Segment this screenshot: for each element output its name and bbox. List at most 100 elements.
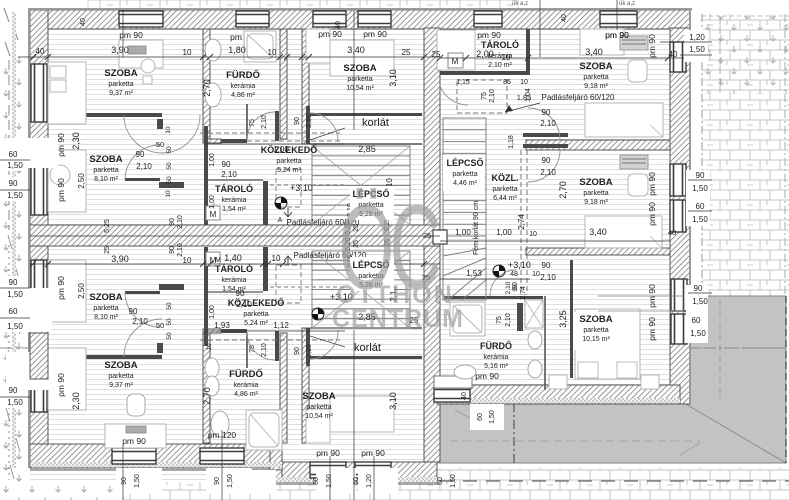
svg-text:pm 90: pm 90 — [316, 448, 340, 458]
svg-text:5,24 m²: 5,24 m² — [277, 167, 301, 174]
svg-text:pm 90: pm 90 — [56, 276, 66, 300]
svg-text:8,10 m²: 8,10 m² — [94, 314, 118, 321]
svg-text:75: 75 — [496, 316, 503, 324]
svg-text:2,10: 2,10 — [177, 215, 184, 229]
svg-text:Padlásfeljáró 60/120: Padlásfeljáró 60/120 — [287, 218, 360, 227]
svg-text:40: 40 — [561, 14, 568, 22]
svg-text:90: 90 — [214, 477, 221, 485]
svg-text:parketta: parketta — [358, 202, 383, 209]
svg-text:SZOBA: SZOBA — [89, 292, 122, 303]
svg-text:ük a,z: ük a,z — [619, 1, 635, 7]
svg-text:1,50: 1,50 — [7, 290, 23, 299]
svg-text:SZOBA: SZOBA — [343, 63, 376, 74]
svg-text:SZOBA: SZOBA — [579, 314, 612, 325]
svg-text:parketta: parketta — [243, 311, 268, 318]
svg-text:8,10 m²: 8,10 m² — [94, 176, 118, 183]
svg-text:50: 50 — [166, 176, 173, 184]
svg-text:90: 90 — [294, 117, 301, 125]
svg-text:50: 50 — [166, 332, 173, 340]
svg-text:korlát: korlát — [354, 342, 381, 354]
svg-text:kerámia: kerámia — [484, 354, 509, 361]
svg-text:kerámia: kerámia — [222, 197, 247, 204]
svg-text:pm 90: pm 90 — [477, 30, 501, 40]
svg-text:SZOBA: SZOBA — [302, 391, 335, 402]
svg-text:75: 75 — [249, 345, 256, 353]
svg-text:kerámia: kerámia — [488, 53, 513, 60]
svg-text:1,50: 1,50 — [692, 184, 708, 193]
svg-text:90: 90 — [542, 156, 551, 165]
svg-text:parketta: parketta — [93, 305, 118, 312]
svg-text:2,10: 2,10 — [136, 162, 152, 171]
svg-text:pm 90: pm 90 — [119, 30, 143, 40]
svg-text:60: 60 — [437, 477, 444, 485]
svg-text:90: 90 — [121, 477, 128, 485]
svg-text:FÜRDŐ: FÜRDŐ — [226, 69, 260, 81]
svg-text:5,28 m²: 5,28 m² — [359, 211, 383, 218]
svg-text:50: 50 — [512, 282, 519, 290]
svg-text:1,93: 1,93 — [214, 321, 230, 330]
svg-text:40: 40 — [668, 228, 676, 237]
svg-text:90: 90 — [222, 160, 231, 169]
svg-text:TÁROLÓ: TÁROLÓ — [215, 183, 253, 194]
svg-text:60: 60 — [9, 150, 18, 159]
svg-text:SZOBA: SZOBA — [89, 154, 122, 165]
svg-text:2,70: 2,70 — [202, 79, 212, 97]
svg-text:1,53: 1,53 — [466, 269, 482, 278]
svg-text:1,04: 1,04 — [525, 88, 532, 102]
svg-text:pm 90: pm 90 — [56, 373, 66, 397]
svg-text:90: 90 — [542, 261, 551, 270]
svg-text:parketta: parketta — [452, 171, 477, 178]
svg-text:60: 60 — [9, 307, 18, 316]
svg-text:kerámia: kerámia — [222, 277, 247, 284]
svg-text:+3,10: +3,10 — [508, 260, 531, 270]
svg-text:9,37 m²: 9,37 m² — [109, 90, 133, 97]
svg-text:3,90: 3,90 — [111, 45, 129, 55]
svg-text:2,10: 2,10 — [540, 168, 556, 177]
svg-text:2,30: 2,30 — [71, 132, 81, 150]
svg-text:1,00: 1,00 — [209, 195, 216, 209]
svg-text:1,15: 1,15 — [456, 79, 470, 86]
svg-text:2,85: 2,85 — [358, 144, 376, 154]
svg-text:parketta: parketta — [492, 186, 517, 193]
svg-text:90: 90 — [129, 307, 138, 316]
svg-text:kerámia: kerámia — [234, 382, 259, 389]
svg-text:pm 90: pm 90 — [361, 448, 385, 458]
svg-text:3,10: 3,10 — [388, 69, 398, 87]
svg-text:2,74: 2,74 — [517, 214, 526, 230]
svg-text:SZOBA: SZOBA — [104, 360, 137, 371]
svg-text:1,00: 1,00 — [273, 145, 289, 154]
svg-text:90: 90 — [169, 246, 176, 254]
svg-text:Padlásfeljáró 60/120: Padlásfeljáró 60/120 — [294, 251, 367, 260]
svg-text:parketta: parketta — [358, 273, 383, 280]
svg-text:50: 50 — [166, 162, 173, 170]
svg-text:parketta: parketta — [583, 327, 608, 334]
svg-text:1,20: 1,20 — [689, 33, 705, 42]
svg-text:SZOBA: SZOBA — [579, 177, 612, 188]
svg-text:2,10: 2,10 — [540, 273, 556, 282]
svg-text:pm 90: pm 90 — [605, 30, 629, 40]
svg-text:pm 90: pm 90 — [647, 202, 657, 226]
svg-text:90: 90 — [512, 284, 519, 292]
svg-text:5,25: 5,25 — [104, 219, 111, 233]
svg-text:1,20: 1,20 — [366, 474, 373, 488]
svg-text:60: 60 — [353, 477, 360, 485]
svg-text:1,50: 1,50 — [134, 474, 141, 488]
svg-text:3,40: 3,40 — [585, 47, 603, 57]
svg-text:9,18 m²: 9,18 m² — [584, 199, 608, 206]
svg-text:CENTRUM: CENTRUM — [332, 305, 464, 333]
svg-text:50: 50 — [156, 140, 164, 149]
svg-text:60: 60 — [313, 477, 320, 485]
svg-text:90: 90 — [694, 284, 703, 293]
svg-text:5,25: 5,25 — [345, 237, 352, 251]
svg-text:2,10: 2,10 — [261, 343, 268, 357]
svg-text:2,70: 2,70 — [202, 387, 212, 405]
svg-text:pm 90: pm 90 — [475, 371, 499, 381]
svg-text:M: M — [452, 57, 459, 66]
svg-text:parketta: parketta — [347, 76, 372, 83]
svg-text:10: 10 — [272, 254, 281, 263]
svg-text:3,10: 3,10 — [388, 392, 398, 410]
svg-text:1,54 m²: 1,54 m² — [222, 206, 246, 213]
svg-text:2,10: 2,10 — [177, 243, 184, 257]
svg-text:10: 10 — [532, 271, 540, 278]
svg-text:M: M — [215, 257, 221, 264]
